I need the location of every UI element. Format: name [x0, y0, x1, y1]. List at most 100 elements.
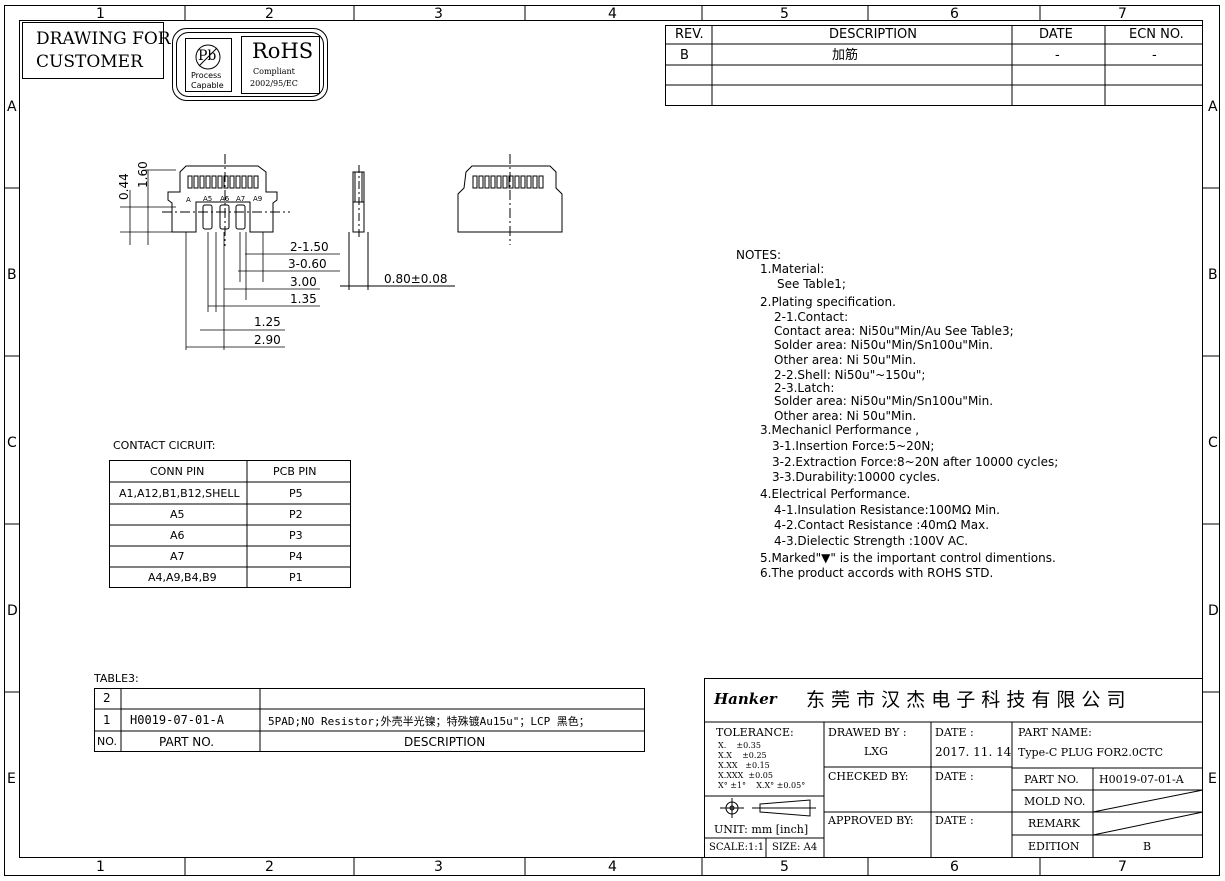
note-line: 1.Material: — [760, 262, 825, 276]
size-label: SIZE: A4 — [772, 842, 818, 853]
col-label-2-bottom: 2 — [265, 859, 274, 875]
connector-front-view — [162, 154, 290, 246]
contact-row-pcb: P2 — [289, 508, 303, 521]
edition-label: EDITION — [1028, 840, 1080, 853]
rev-header-ecn: ECN NO. — [1129, 27, 1184, 42]
col-label-3-bottom: 3 — [434, 859, 443, 875]
col-label-7-bottom: 7 — [1118, 859, 1127, 875]
unit-label: UNIT: mm [inch] — [714, 823, 809, 836]
tolerance-line: X.XX ±0.15 — [718, 761, 770, 770]
rohs-box — [241, 36, 320, 94]
contact-header-conn: CONN PIN — [150, 465, 205, 478]
contact-row-pcb: P4 — [289, 550, 303, 563]
note-line: 3-3.Durability:10000 cycles. — [772, 470, 941, 484]
rohs-title: RoHS — [252, 39, 314, 63]
col-label-7: 7 — [1118, 6, 1127, 22]
note-line: 6.The product accords with ROHS STD. — [760, 566, 994, 580]
contact-row-conn: A1,A12,B1,B12,SHELL — [119, 487, 240, 500]
part-name-value: Type-C PLUG FOR2.0CTC — [1018, 746, 1163, 759]
approved-date-label: DATE : — [935, 814, 974, 827]
pin-label-a: A — [186, 196, 191, 204]
scale-label: SCALE:1:1 — [709, 842, 765, 853]
row-label-e-right: E — [1208, 771, 1217, 787]
note-line: 3-2.Extraction Force:8~20N after 10000 c… — [772, 455, 1059, 469]
contact-row-conn: A5 — [170, 508, 185, 521]
customer-label: CUSTOMER — [36, 52, 143, 72]
contact-circuit-title: CONTACT CICRUIT: — [113, 439, 216, 452]
col-label-5-bottom: 5 — [780, 859, 789, 875]
contact-table-frame — [109, 460, 351, 588]
company-name: 东 莞 市 汉 杰 电 子 科 技 有 限 公 司 — [806, 689, 1126, 711]
note-line: 4-2.Contact Resistance :40mΩ Max. — [774, 518, 990, 532]
company-logo: Hanker — [714, 690, 777, 708]
dim-3-0-60: 3-0.60 — [288, 257, 327, 271]
checked-date-label: DATE : — [935, 770, 974, 783]
contact-row-conn: A7 — [170, 550, 185, 563]
part-no-value: H0019-07-01-A — [1099, 773, 1184, 786]
rev-cell-description: 加筋 — [832, 48, 859, 63]
rev-cell-ecn: - — [1152, 48, 1157, 63]
note-line: Other area: Ni 50u"Min. — [774, 409, 917, 423]
tolerance-line: X.X ±0.25 — [718, 751, 767, 760]
row-label-a: A — [7, 99, 17, 115]
table3-description: 5PAD;NO Resistor;外壳半光镍；特殊镀Au15u"；LCP 黑色； — [268, 715, 590, 728]
col-label-1: 1 — [96, 6, 105, 22]
tolerance-line: X° ±1° X.X° ±0.05° — [718, 781, 806, 790]
dim-1-35: 1.35 — [290, 292, 317, 306]
note-line: 3-1.Insertion Force:5~20N; — [772, 439, 935, 453]
remark-label: REMARK — [1028, 817, 1081, 830]
rev-header-date: DATE — [1039, 27, 1073, 42]
drawn-by-value: LXG — [864, 745, 888, 758]
dim-1-25: 1.25 — [254, 315, 281, 329]
contact-row-pcb: P5 — [289, 487, 303, 500]
note-line: 2.Plating specification. — [760, 295, 896, 309]
checked-by-label: CHECKED BY: — [828, 770, 909, 783]
drawing-for-box — [22, 22, 164, 79]
note-line: 4-3.Dielectic Strength :100V AC. — [774, 534, 969, 548]
rohs-directive: 2002/95/EC — [250, 79, 298, 88]
pin-label-a6: A6 — [220, 195, 230, 203]
date-value: 2017. 11. 14 — [935, 745, 1012, 759]
row-label-c: C — [7, 435, 17, 451]
pb-symbol: Pb — [198, 48, 217, 64]
tolerance-line: X.XXX ±0.05 — [718, 771, 773, 780]
table3-header-description: DESCRIPTION — [404, 735, 486, 749]
note-line: 4.Electrical Performance. — [760, 487, 911, 501]
approved-by-label: APPROVED BY: — [828, 814, 914, 827]
edition-value: B — [1143, 840, 1152, 853]
mold-no-label: MOLD NO. — [1024, 795, 1086, 808]
row-label-c-right: C — [1208, 435, 1218, 451]
contact-row-pcb: P1 — [289, 571, 303, 584]
note-line: See Table1; — [777, 277, 846, 291]
tolerance-line: X. ±0.35 — [718, 741, 761, 750]
note-line: 3.Mechanicl Performance , — [760, 423, 920, 437]
note-line: 2-2.Shell: Ni50u"~150u"; — [774, 368, 926, 382]
note-line: Solder area: Ni50u"Min/Sn100u"Min. — [774, 394, 994, 408]
connector-top-view — [457, 154, 563, 245]
col-label-6: 6 — [950, 6, 959, 22]
table3-row-no: 2 — [103, 691, 111, 705]
part-no-label: PART NO. — [1024, 773, 1079, 786]
rev-cell-rev: B — [680, 48, 689, 63]
rev-header-rev: REV. — [675, 27, 704, 42]
date-label: DATE : — [935, 726, 974, 739]
dim-1-60: 1.60 — [136, 161, 150, 188]
row-label-b-right: B — [1208, 267, 1218, 283]
contact-row-conn: A4,A9,B4,B9 — [148, 571, 217, 584]
note-line: 2-1.Contact: — [774, 310, 849, 324]
table3-title: TABLE3: — [94, 672, 139, 685]
rohs-compliant: Compliant — [253, 67, 295, 76]
note-line: NOTES: — [736, 248, 781, 262]
pin-label-a9: A9 — [253, 195, 263, 203]
table3-part-no: H0019-07-01-A — [130, 713, 224, 727]
note-line: Other area: Ni 50u"Min. — [774, 353, 917, 367]
pb-process-label: Process — [191, 71, 222, 80]
contact-row-conn: A6 — [170, 529, 185, 542]
col-label-3: 3 — [434, 6, 443, 22]
col-label-6-bottom: 6 — [950, 859, 959, 875]
pin-label-a7: A7 — [236, 195, 246, 203]
note-line: 5.Marked"▼" is the important control dim… — [760, 551, 1056, 565]
col-label-4: 4 — [608, 6, 617, 22]
row-label-e: E — [7, 771, 16, 787]
